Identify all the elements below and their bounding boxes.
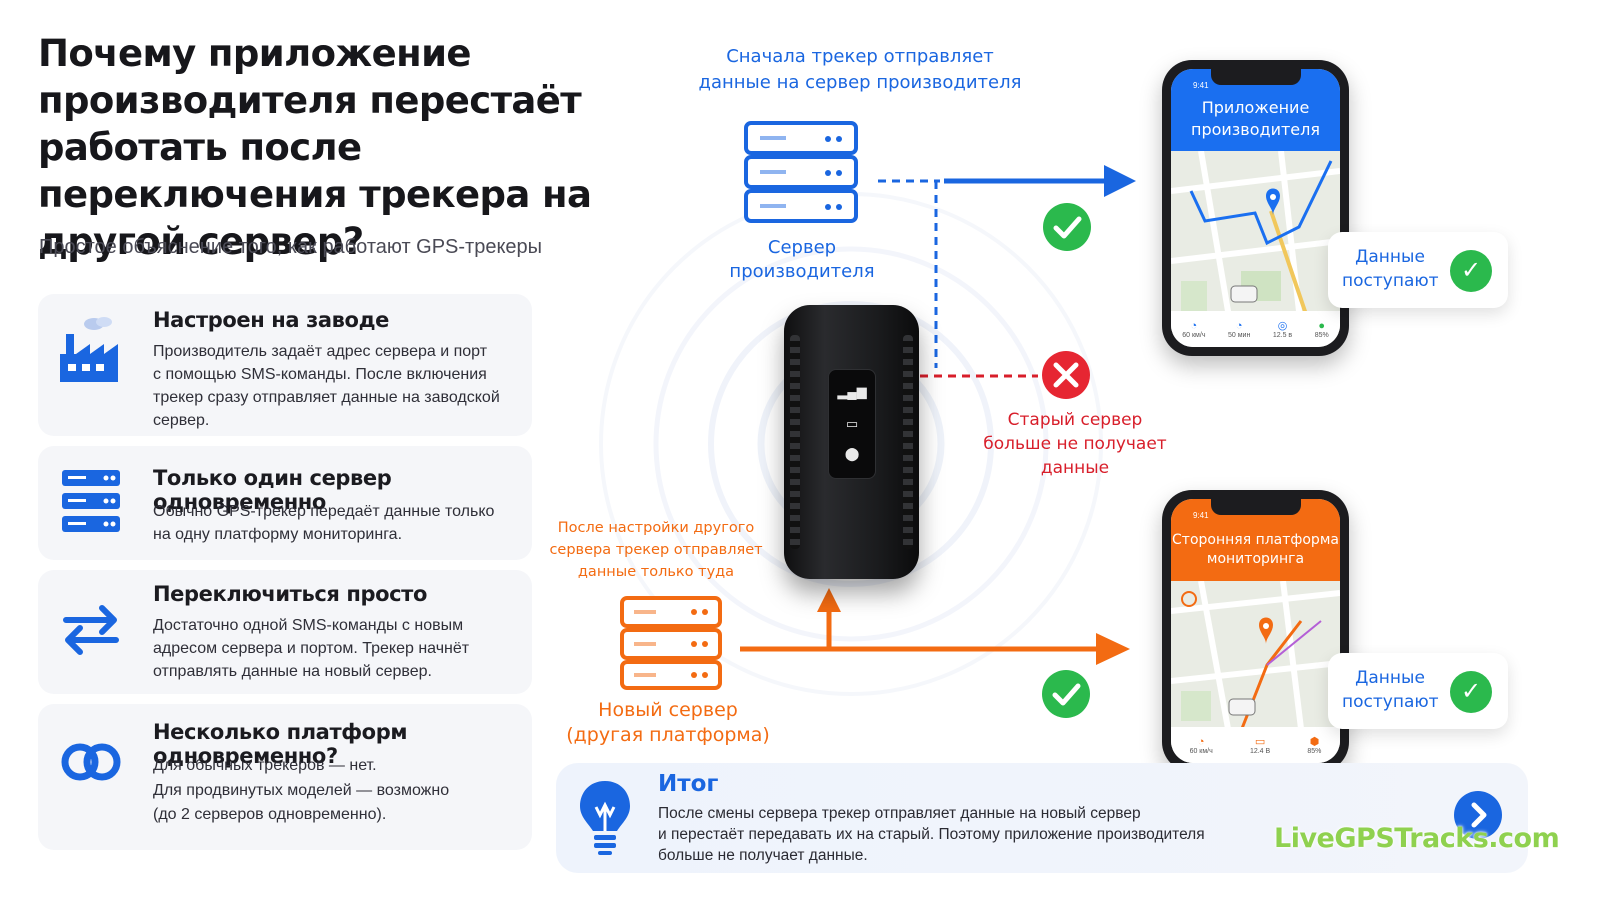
card-switch-heading: Переключиться просто (153, 582, 427, 606)
card-switch-text: Достаточно одной SMS-команды с новым адр… (153, 617, 470, 680)
battery-icon: ▭ (1254, 736, 1266, 748)
card-multi-heading: Несколько платформ одновременно? (153, 720, 408, 768)
speed-icon: ◔ (1190, 319, 1198, 332)
target-icon: ◎ (1277, 320, 1288, 332)
card-multi-text: Для обычных трекеров — нет. Для продвину… (153, 757, 450, 823)
factory-icon (60, 317, 118, 382)
card-one-server: Только один сервер одновременно Обычно G… (38, 446, 532, 560)
linked-rings-icon (61, 743, 121, 781)
old-server-label: Старый сервер больше не получает данные (983, 410, 1167, 478)
phone-stats-bar: ◔60 км/ч ◔50 мин ◎12.5 в ●85% (1171, 311, 1340, 347)
phone-time: 9:41 (1193, 511, 1209, 520)
stat-speed: ◔60 км/ч (1182, 319, 1206, 339)
location-pin-icon: ⬤ (844, 446, 860, 461)
chevron-right-icon (1471, 802, 1487, 828)
summary-heading: Итог (658, 771, 719, 797)
battery-icon: ● (1318, 319, 1326, 332)
map-pin-icon (1266, 188, 1280, 215)
new-connection-line (740, 588, 1130, 665)
watermark: LiveGPSTracks.com (1274, 823, 1560, 854)
stat-time: ◔50 мин (1228, 319, 1251, 339)
server-stack-icon (62, 470, 120, 532)
phone-third-party-platform: 9:41 Сторонняя платформа мониторинга ◔60… (1162, 490, 1349, 772)
maker-server-icon (744, 121, 858, 223)
stat-battery: ⬢85% (1307, 736, 1322, 755)
status-data-incoming-top: Данные поступают ✓ (1328, 232, 1508, 308)
check-icon-top (1043, 203, 1091, 251)
check-icon-bottom (1042, 670, 1090, 718)
gps-tracker-device: ▂▄▆ ▭ ⬤ (784, 305, 919, 579)
phone-time: 9:41 (1193, 81, 1209, 90)
new-server-label: Новый сервер (другая платформа) (566, 699, 770, 746)
phone-stats-bar: ◔60 км/ч ▭12.4 В ⬢85% (1171, 727, 1340, 763)
new-server-caption: После настройки другого сервера трекер о… (549, 520, 763, 580)
stat-battery: ●85% (1314, 319, 1329, 339)
page-subtitle: Простое объяснение того, как работают GP… (39, 236, 543, 258)
status-text: Данные поступают (1342, 247, 1439, 291)
page-title: Почему приложение производителя перестаё… (38, 32, 592, 263)
card-factory-text: Производитель задаёт адрес сервера и пор… (153, 343, 500, 429)
stat-voltage: ▭12.4 В (1249, 736, 1271, 755)
check-icon: ✓ (1450, 250, 1492, 292)
car-icon (1230, 285, 1258, 303)
error-cross-icon (1042, 351, 1090, 399)
car-icon (1228, 698, 1256, 716)
maker-server-label: Сервер производителя (729, 237, 875, 282)
status-data-incoming-bottom: Данные поступают ✓ (1328, 653, 1508, 729)
map-view (1171, 151, 1340, 329)
card-multi: Несколько платформ одновременно? Для обы… (38, 704, 532, 850)
summary-text: После смены сервера трекер отправляет да… (658, 805, 1205, 864)
card-one-server-text: Обычно GPS-трекер передаёт данные только… (153, 503, 495, 543)
card-switch: Переключиться просто Достаточно одной SM… (38, 570, 532, 694)
lightbulb-icon (580, 781, 630, 855)
summary-panel: Итог После смены сервера трекер отправля… (556, 763, 1528, 873)
signal-icon: ▂▄▆ (837, 384, 867, 399)
stat-speed: ◔60 км/ч (1189, 735, 1213, 755)
top-caption: Сначала трекер отправляет данные на серв… (698, 46, 1022, 93)
speed-icon: ◔ (1197, 735, 1205, 748)
check-icon: ✓ (1450, 671, 1492, 713)
clock-icon: ◔ (1235, 319, 1243, 332)
new-server-icon (620, 596, 722, 690)
old-connection-line (878, 165, 1136, 368)
battery-indicator-icon: ▭ (845, 416, 859, 431)
phone-manufacturer-app: 9:41 Приложение производителя ◔60 км/ч ◔… (1162, 60, 1349, 356)
map-pin-icon (1259, 617, 1273, 644)
map-view (1171, 581, 1340, 745)
stat-voltage: ◎12.5 в (1272, 320, 1293, 339)
shield-icon: ⬢ (1309, 736, 1320, 748)
next-button[interactable] (1454, 791, 1502, 839)
device-screen: ▂▄▆ ▭ ⬤ (828, 369, 876, 479)
card-factory: Настроен на заводе Производитель задаёт … (38, 294, 532, 436)
status-text: Данные поступают (1342, 668, 1439, 712)
card-one-server-heading: Только один сервер одновременно (153, 466, 392, 514)
card-factory-heading: Настроен на заводе (153, 308, 389, 332)
swap-arrows-icon (63, 605, 119, 655)
